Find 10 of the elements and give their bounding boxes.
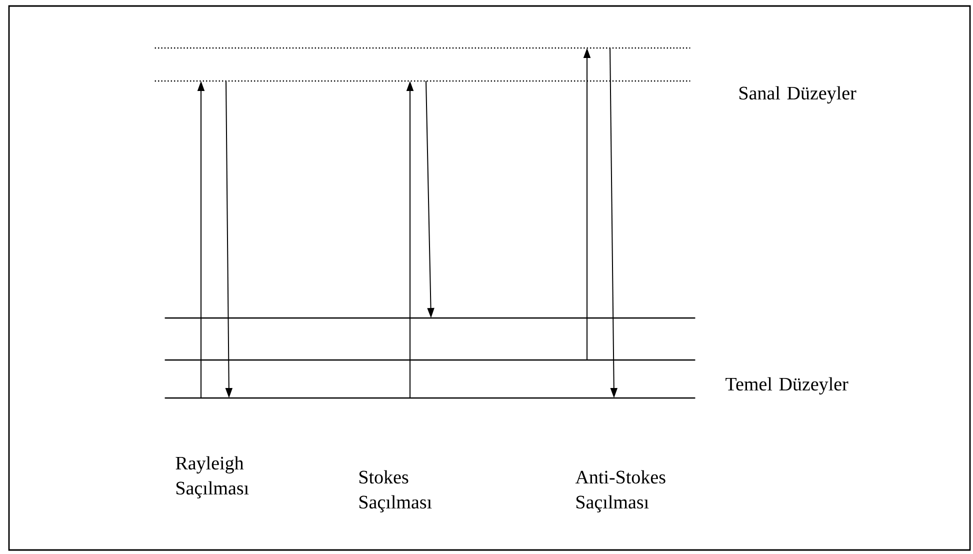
level-label: Temel Düzeyler (726, 377, 848, 394)
level-label: Sanal Düzeyler (739, 86, 856, 104)
energy-level-line (164, 359, 696, 361)
scattering-label: Anti-Stokes Saçılması (575, 470, 666, 512)
energy-level-line (164, 397, 696, 399)
virtual-level-line (154, 47, 690, 49)
scattering-label: Rayleigh Saçılması (176, 456, 249, 498)
scattering-label: Stokes Saçılması (359, 470, 432, 512)
energy-level-line (164, 317, 696, 319)
virtual-level-line (154, 80, 690, 82)
